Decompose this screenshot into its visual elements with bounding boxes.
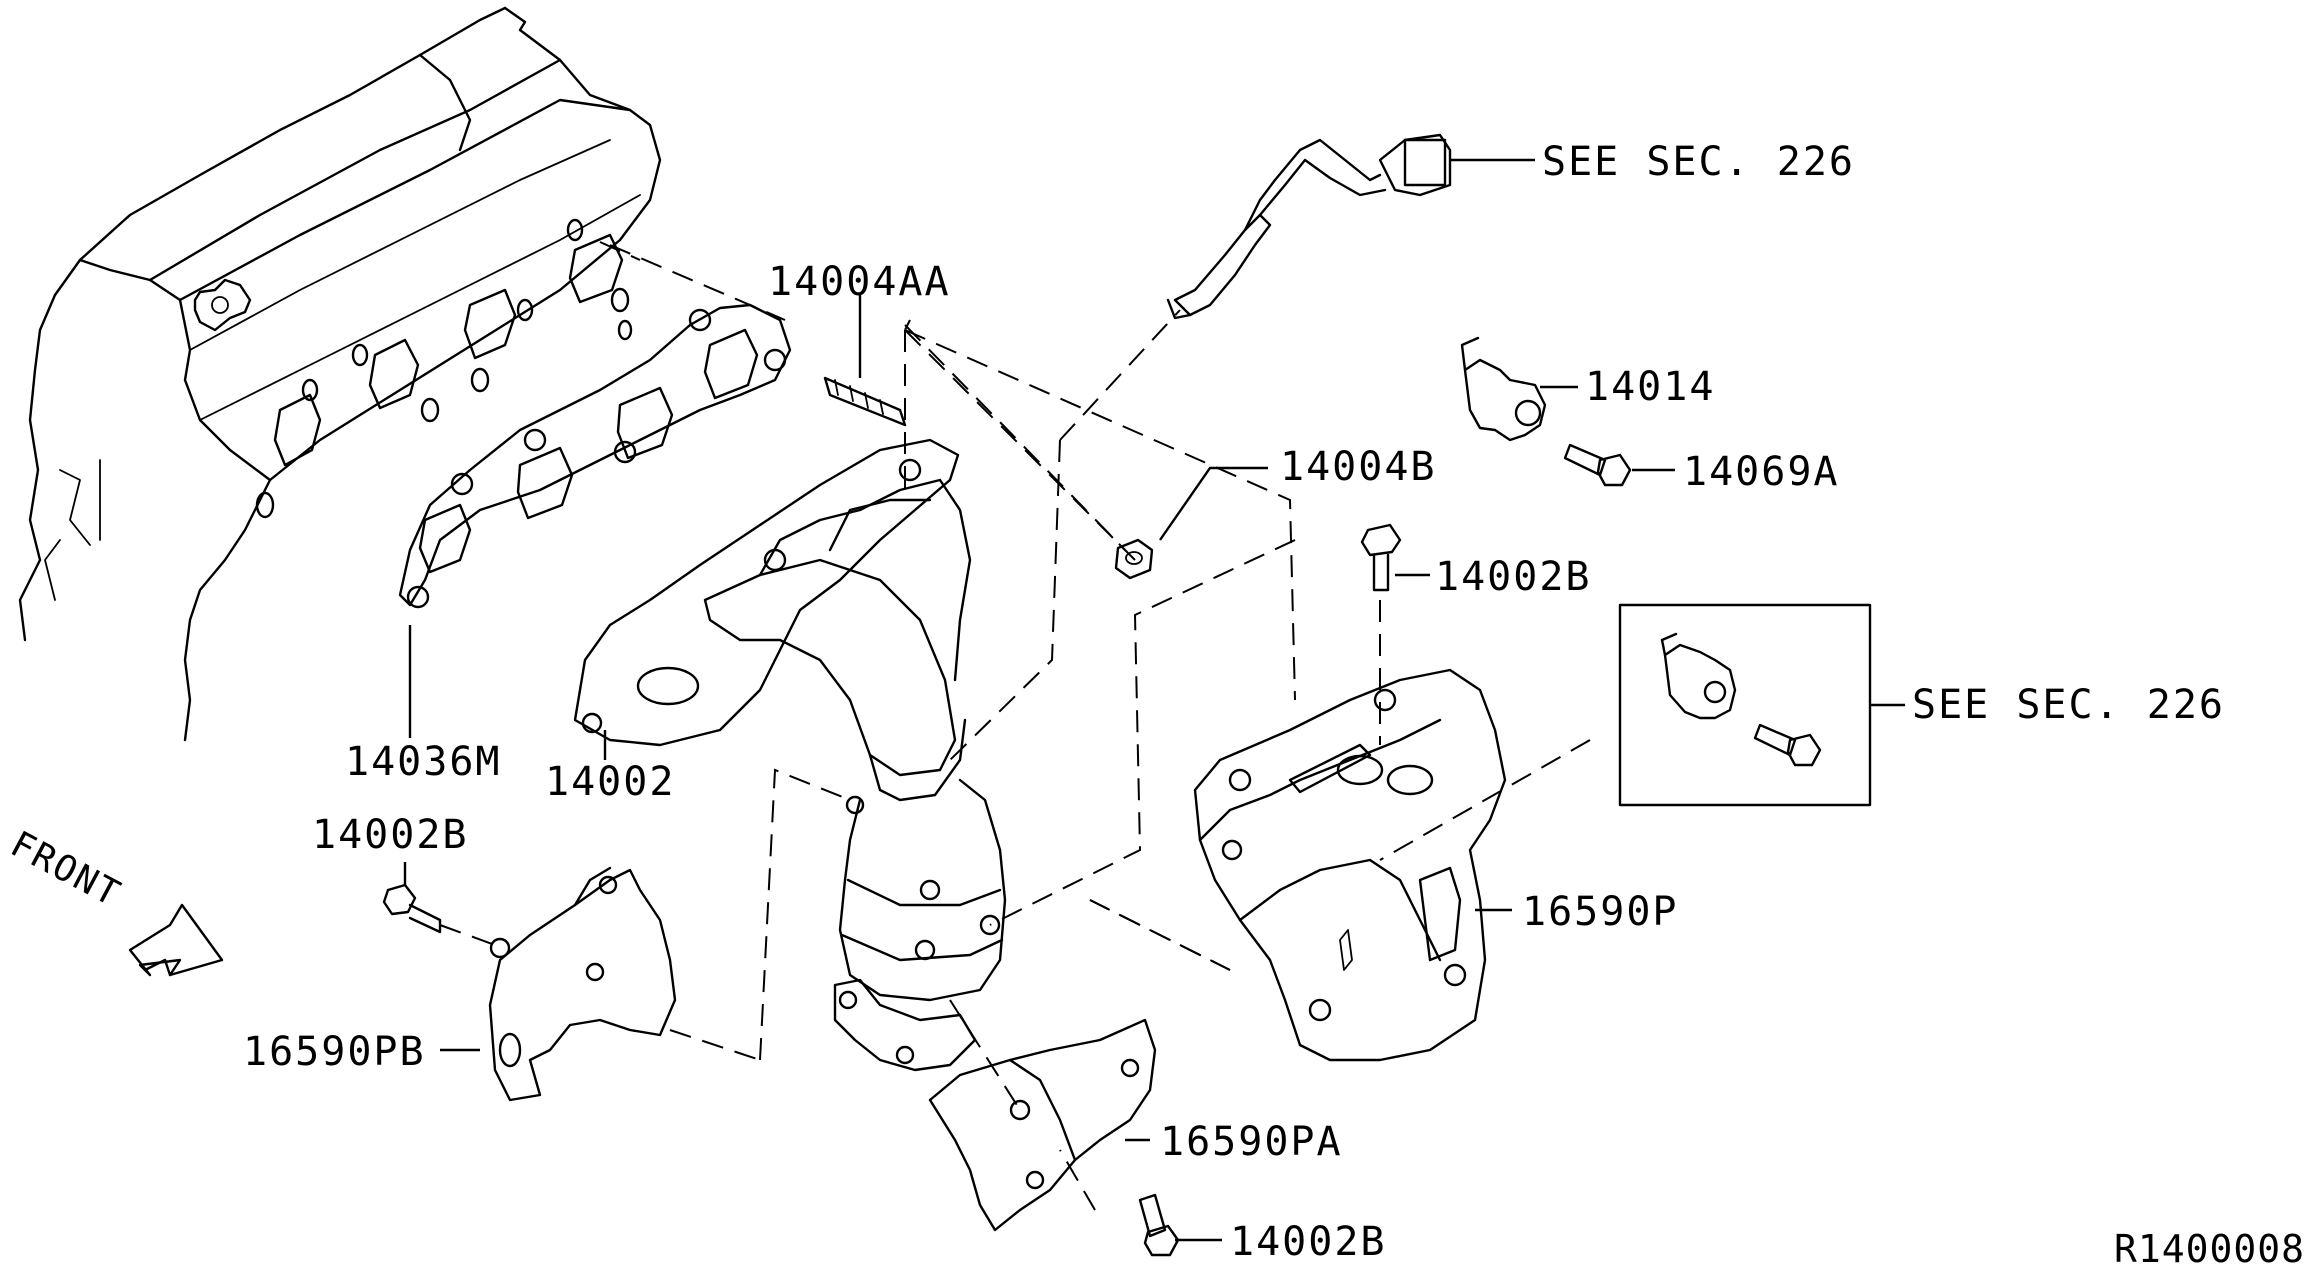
leader-nut (1159, 466, 1268, 541)
callout-bolt-upper: 14002B (1435, 554, 1592, 600)
left-heat-insulator-drawing (488, 866, 677, 1102)
callout-lower-cover: 16590PA (1160, 1119, 1343, 1165)
lower-heat-insulator-drawing (928, 1018, 1157, 1232)
callout-upper-cover: 16590P (1522, 889, 1679, 935)
callout-gasket: 14036M (345, 739, 502, 785)
callout-bracket: 14014 (1585, 364, 1715, 410)
callout-stud: 14004AA (768, 259, 951, 305)
bolt-lower-drawing (1138, 1193, 1180, 1257)
callout-manifold: 14002 (545, 759, 675, 805)
callout-box-see-sec: SEE SEC. 226 (1912, 682, 2225, 728)
callout-left-cover: 16590PB (243, 1029, 426, 1075)
callout-sensor-see-sec: SEE SEC. 226 (1542, 139, 1855, 185)
upper-heat-insulator-drawing (1193, 668, 1507, 1062)
bolt-left-drawing (382, 883, 442, 934)
leader-lines (403, 158, 1905, 1242)
callout-bolt-bracket: 14069A (1683, 449, 1840, 495)
front-label: FRONT (4, 824, 128, 916)
exhaust-manifold-drawing (573, 438, 1007, 1072)
callout-bolt-lower: 14002B (1230, 1219, 1387, 1265)
oxygen-sensor-drawing (1166, 133, 1452, 320)
nut-drawing (1114, 538, 1154, 580)
gasket-drawing (398, 303, 792, 609)
stud-drawing (823, 376, 907, 427)
callout-nut: 14004B (1280, 444, 1437, 490)
bracket-drawing (1460, 336, 1547, 442)
bolt-upper-drawing (1360, 523, 1402, 592)
alignment-dashed-lines (439, 241, 1591, 1211)
reference-code: R1400008 (2114, 1227, 2305, 1269)
cylinder-head-drawing (18, 6, 662, 742)
insulator-detail-box (1618, 603, 1872, 807)
front-arrow-icon (128, 903, 224, 977)
callouts: SEE SEC. 226 14004AA 14014 14004B 14069A… (4, 139, 2305, 1269)
bolt-14069a-drawing (1563, 443, 1632, 487)
callout-bolt-left: 14002B (312, 812, 469, 858)
